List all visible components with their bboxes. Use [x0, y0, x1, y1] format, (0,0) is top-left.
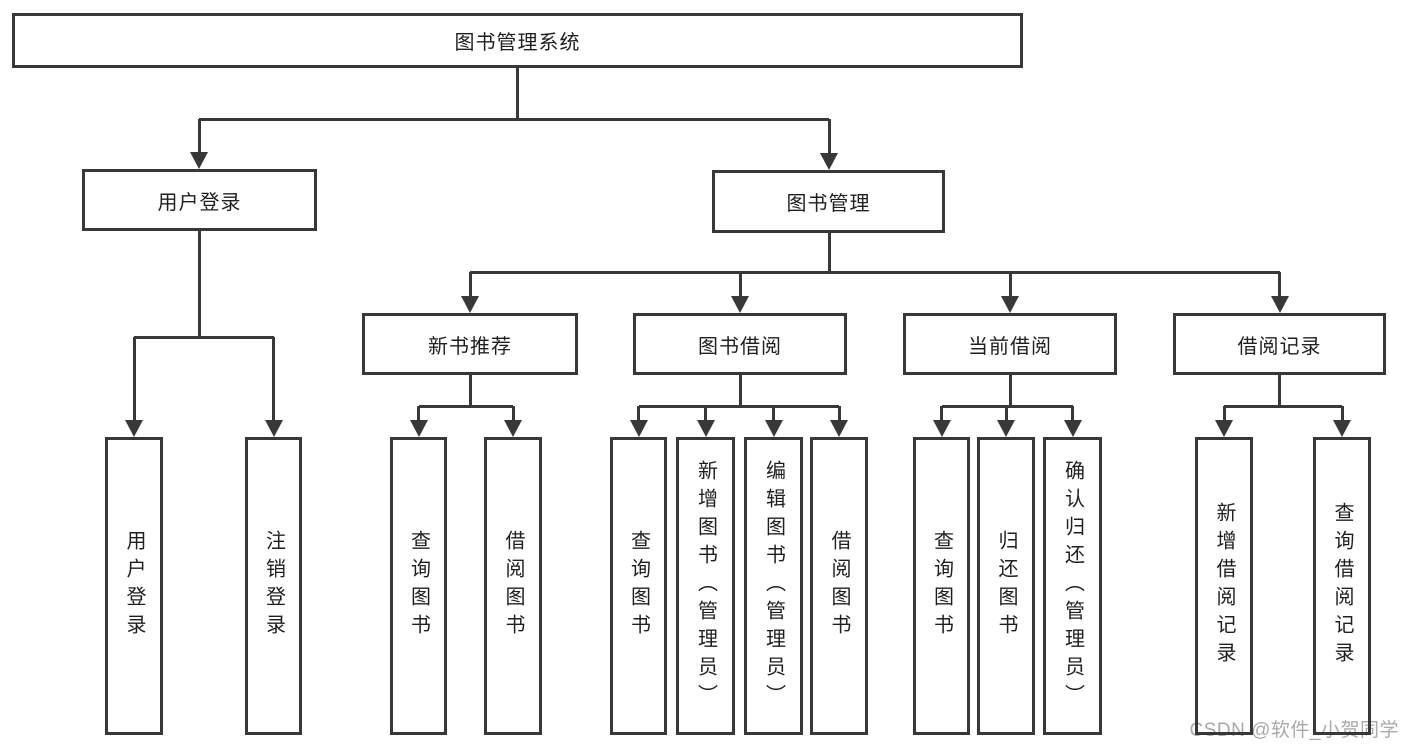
- connector-line: [827, 119, 831, 154]
- arrowhead-down-icon: [820, 153, 838, 170]
- connector-line: [197, 119, 201, 153]
- leaf-borrow-books-recommend-label: 借阅图书: [502, 530, 524, 642]
- leaf-borrow-books-recommend: 借阅图书: [484, 437, 542, 735]
- node-borrowing-records: 借阅记录: [1173, 313, 1386, 375]
- arrowhead-down-icon: [997, 420, 1015, 437]
- node-book-management-label: 图书管理: [786, 193, 871, 215]
- node-root-label: 图书管理系统: [454, 32, 581, 54]
- node-current-borrowing-label: 当前借阅: [968, 335, 1052, 358]
- node-user-login: 用户登录: [82, 169, 317, 231]
- connector-line: [134, 335, 274, 339]
- arrowhead-down-icon: [1063, 420, 1082, 437]
- arrowhead-down-icon: [830, 420, 848, 437]
- connector-line: [199, 117, 829, 121]
- leaf-user-login-label: 用户登录: [123, 530, 145, 642]
- connector-line: [738, 272, 742, 297]
- arrowhead-down-icon: [409, 420, 428, 437]
- connector-line: [738, 375, 742, 407]
- node-user-login-label: 用户登录: [157, 191, 242, 214]
- arrowhead-down-icon: [504, 420, 522, 437]
- leaf-user-login: 用户登录: [105, 437, 163, 735]
- connector-line: [827, 233, 831, 274]
- leaf-add-borrow-record: 新增借阅记录: [1195, 437, 1253, 735]
- connector-line: [418, 404, 513, 408]
- connector-line: [1004, 406, 1008, 421]
- connector-line: [468, 375, 472, 407]
- leaf-logout: 注销登录: [245, 437, 302, 735]
- leaf-query-books-borrowing-label: 查询图书: [627, 530, 650, 642]
- leaf-borrow-books: 借阅图书: [810, 437, 868, 735]
- connector-line: [272, 337, 275, 421]
- node-new-book-recommend-label: 新书推荐: [428, 335, 512, 358]
- node-book-borrowing-label: 图书借阅: [698, 335, 782, 358]
- connector-line: [638, 404, 839, 408]
- leaf-logout-label: 注销登录: [262, 530, 285, 642]
- arrowhead-down-icon: [629, 420, 648, 437]
- leaf-add-borrow-record-label: 新增借阅记录: [1213, 502, 1235, 670]
- connector-line: [704, 406, 707, 421]
- connector-line: [197, 231, 201, 338]
- node-borrowing-records-label: 借阅记录: [1237, 335, 1322, 358]
- connector-line: [1340, 406, 1344, 421]
- leaf-query-books-recommend: 查询图书: [390, 437, 447, 735]
- leaf-confirm-return-admin: 确认归还（管理员）: [1043, 437, 1102, 735]
- leaf-confirm-return-admin-label: 确认归还（管理员）: [1061, 460, 1084, 712]
- arrowhead-down-icon: [1001, 296, 1019, 313]
- arrowhead-down-icon: [264, 420, 283, 437]
- node-new-book-recommend: 新书推荐: [362, 313, 578, 375]
- leaf-add-books-admin-label: 新增图书（管理员）: [694, 460, 717, 712]
- leaf-query-books-current: 查询图书: [913, 437, 970, 735]
- connector-line: [468, 272, 472, 297]
- arrowhead-down-icon: [932, 420, 951, 437]
- arrowhead-down-icon: [190, 152, 208, 169]
- connector-line: [1278, 272, 1281, 297]
- leaf-edit-books-admin: 编辑图书（管理员）: [744, 437, 803, 735]
- connector-line: [1222, 406, 1226, 421]
- connector-line: [470, 270, 1280, 274]
- connector-line: [837, 406, 841, 421]
- connector-line: [1008, 272, 1012, 297]
- connector-line: [511, 406, 515, 421]
- node-current-borrowing: 当前借阅: [903, 313, 1117, 375]
- arrowhead-down-icon: [696, 420, 715, 437]
- csdn-watermark: CSDN @软件_小贺同学: [1189, 720, 1399, 741]
- connector-line: [515, 68, 519, 120]
- connector-line: [417, 406, 420, 421]
- connector-line: [772, 406, 775, 421]
- leaf-add-books-admin: 新增图书（管理员）: [676, 437, 735, 735]
- arrowhead-down-icon: [461, 296, 479, 313]
- connector-line: [1224, 404, 1342, 408]
- node-book-borrowing: 图书借阅: [633, 313, 847, 375]
- leaf-query-books-current-label: 查询图书: [930, 530, 953, 642]
- arrowhead-down-icon: [1270, 296, 1289, 313]
- connector-line: [132, 337, 136, 421]
- arrowhead-down-icon: [764, 420, 783, 437]
- node-book-management: 图书管理: [712, 170, 945, 233]
- leaf-query-books-recommend-label: 查询图书: [407, 530, 430, 642]
- arrowhead-down-icon: [125, 420, 143, 437]
- leaf-query-borrow-record: 查询借阅记录: [1313, 437, 1371, 735]
- node-root: 图书管理系统: [12, 13, 1023, 68]
- leaf-borrow-books-label: 借阅图书: [828, 530, 850, 642]
- leaf-query-borrow-record-label: 查询借阅记录: [1331, 502, 1353, 670]
- connector-line: [1278, 375, 1281, 407]
- leaf-return-books-label: 归还图书: [995, 530, 1017, 642]
- leaf-return-books: 归还图书: [977, 437, 1035, 735]
- arrowhead-down-icon: [1215, 420, 1233, 437]
- connector-line: [1071, 406, 1074, 421]
- connector-line: [1008, 375, 1012, 407]
- arrowhead-down-icon: [1333, 420, 1351, 437]
- leaf-query-books-borrowing: 查询图书: [610, 437, 667, 735]
- arrowhead-down-icon: [731, 296, 749, 313]
- leaf-edit-books-admin-label: 编辑图书（管理员）: [762, 460, 785, 712]
- connector-line: [637, 406, 640, 421]
- connector-line: [940, 406, 943, 421]
